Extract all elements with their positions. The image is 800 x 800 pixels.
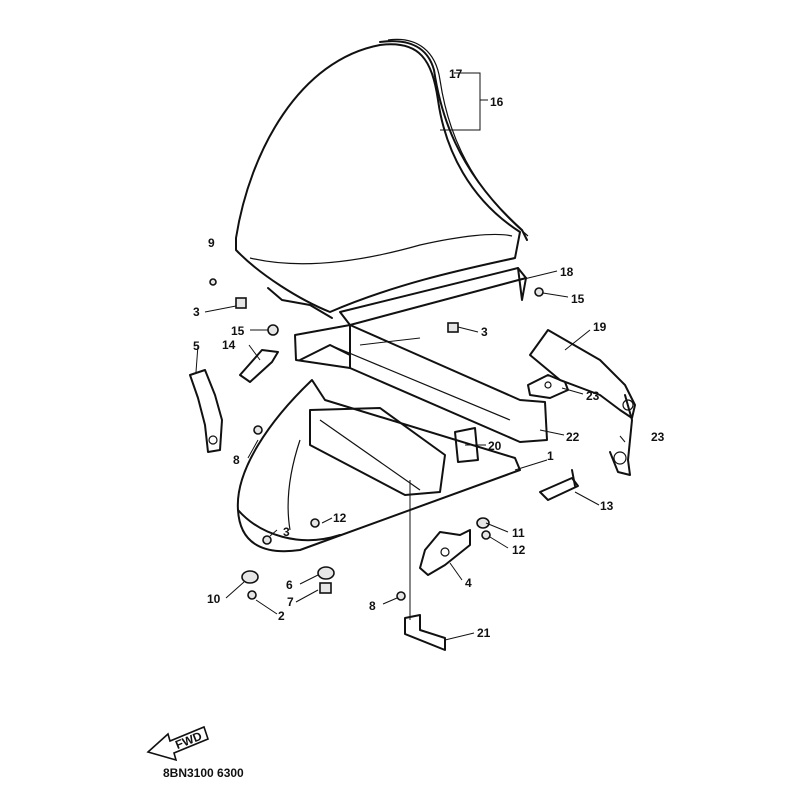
fwd-label: FWD (173, 729, 204, 752)
bracket-21 (404, 614, 446, 651)
callout-8b: 8 (369, 599, 376, 613)
callout-20: 20 (488, 439, 502, 453)
callout-9: 9 (208, 236, 215, 250)
callout-2: 2 (278, 609, 285, 623)
leader-lines (195, 72, 626, 641)
bracket-13 (539, 469, 579, 501)
bracket-23-upper (527, 374, 569, 399)
bracket-5 (189, 369, 223, 453)
callout-10: 10 (207, 592, 221, 606)
callout-22: 22 (566, 430, 580, 444)
callout-16: 16 (490, 95, 504, 109)
callout-5: 5 (193, 339, 200, 353)
callout-1: 1 (547, 449, 554, 463)
fastener-set (209, 278, 544, 601)
callout-6: 6 (286, 578, 293, 592)
callout-labels: 17 16 9 18 15 3 3 15 19 5 14 23 22 20 23… (193, 67, 665, 640)
stay-19 (529, 329, 636, 476)
callout-21: 21 (477, 626, 491, 640)
stay-22 (294, 324, 548, 463)
callout-15b: 15 (571, 292, 585, 306)
callout-8a: 8 (233, 453, 240, 467)
bracket-18 (267, 267, 527, 326)
windscreen (235, 38, 529, 313)
callout-4: 4 (465, 576, 472, 590)
callout-17: 17 (449, 67, 463, 81)
fwd-arrow-icon: FWD (146, 725, 209, 762)
callout-13: 13 (600, 499, 614, 513)
callout-15a: 15 (231, 324, 245, 338)
callout-14: 14 (222, 338, 236, 352)
callout-3c: 3 (283, 525, 290, 539)
callout-23a: 23 (586, 389, 600, 403)
callout-11: 11 (512, 526, 525, 540)
lower-cowling-1 (236, 379, 521, 553)
callout-3a: 3 (193, 305, 200, 319)
callout-3b: 3 (481, 325, 488, 339)
bracket-14 (239, 349, 279, 383)
bracket-4 (419, 529, 471, 576)
callout-12a: 12 (333, 511, 347, 525)
callout-12b: 12 (512, 543, 526, 557)
callout-23b: 23 (651, 430, 665, 444)
callout-7: 7 (287, 595, 294, 609)
callout-18: 18 (560, 265, 574, 279)
diagram-code: 8BN3100 6300 (163, 766, 244, 780)
callout-19: 19 (593, 320, 607, 334)
